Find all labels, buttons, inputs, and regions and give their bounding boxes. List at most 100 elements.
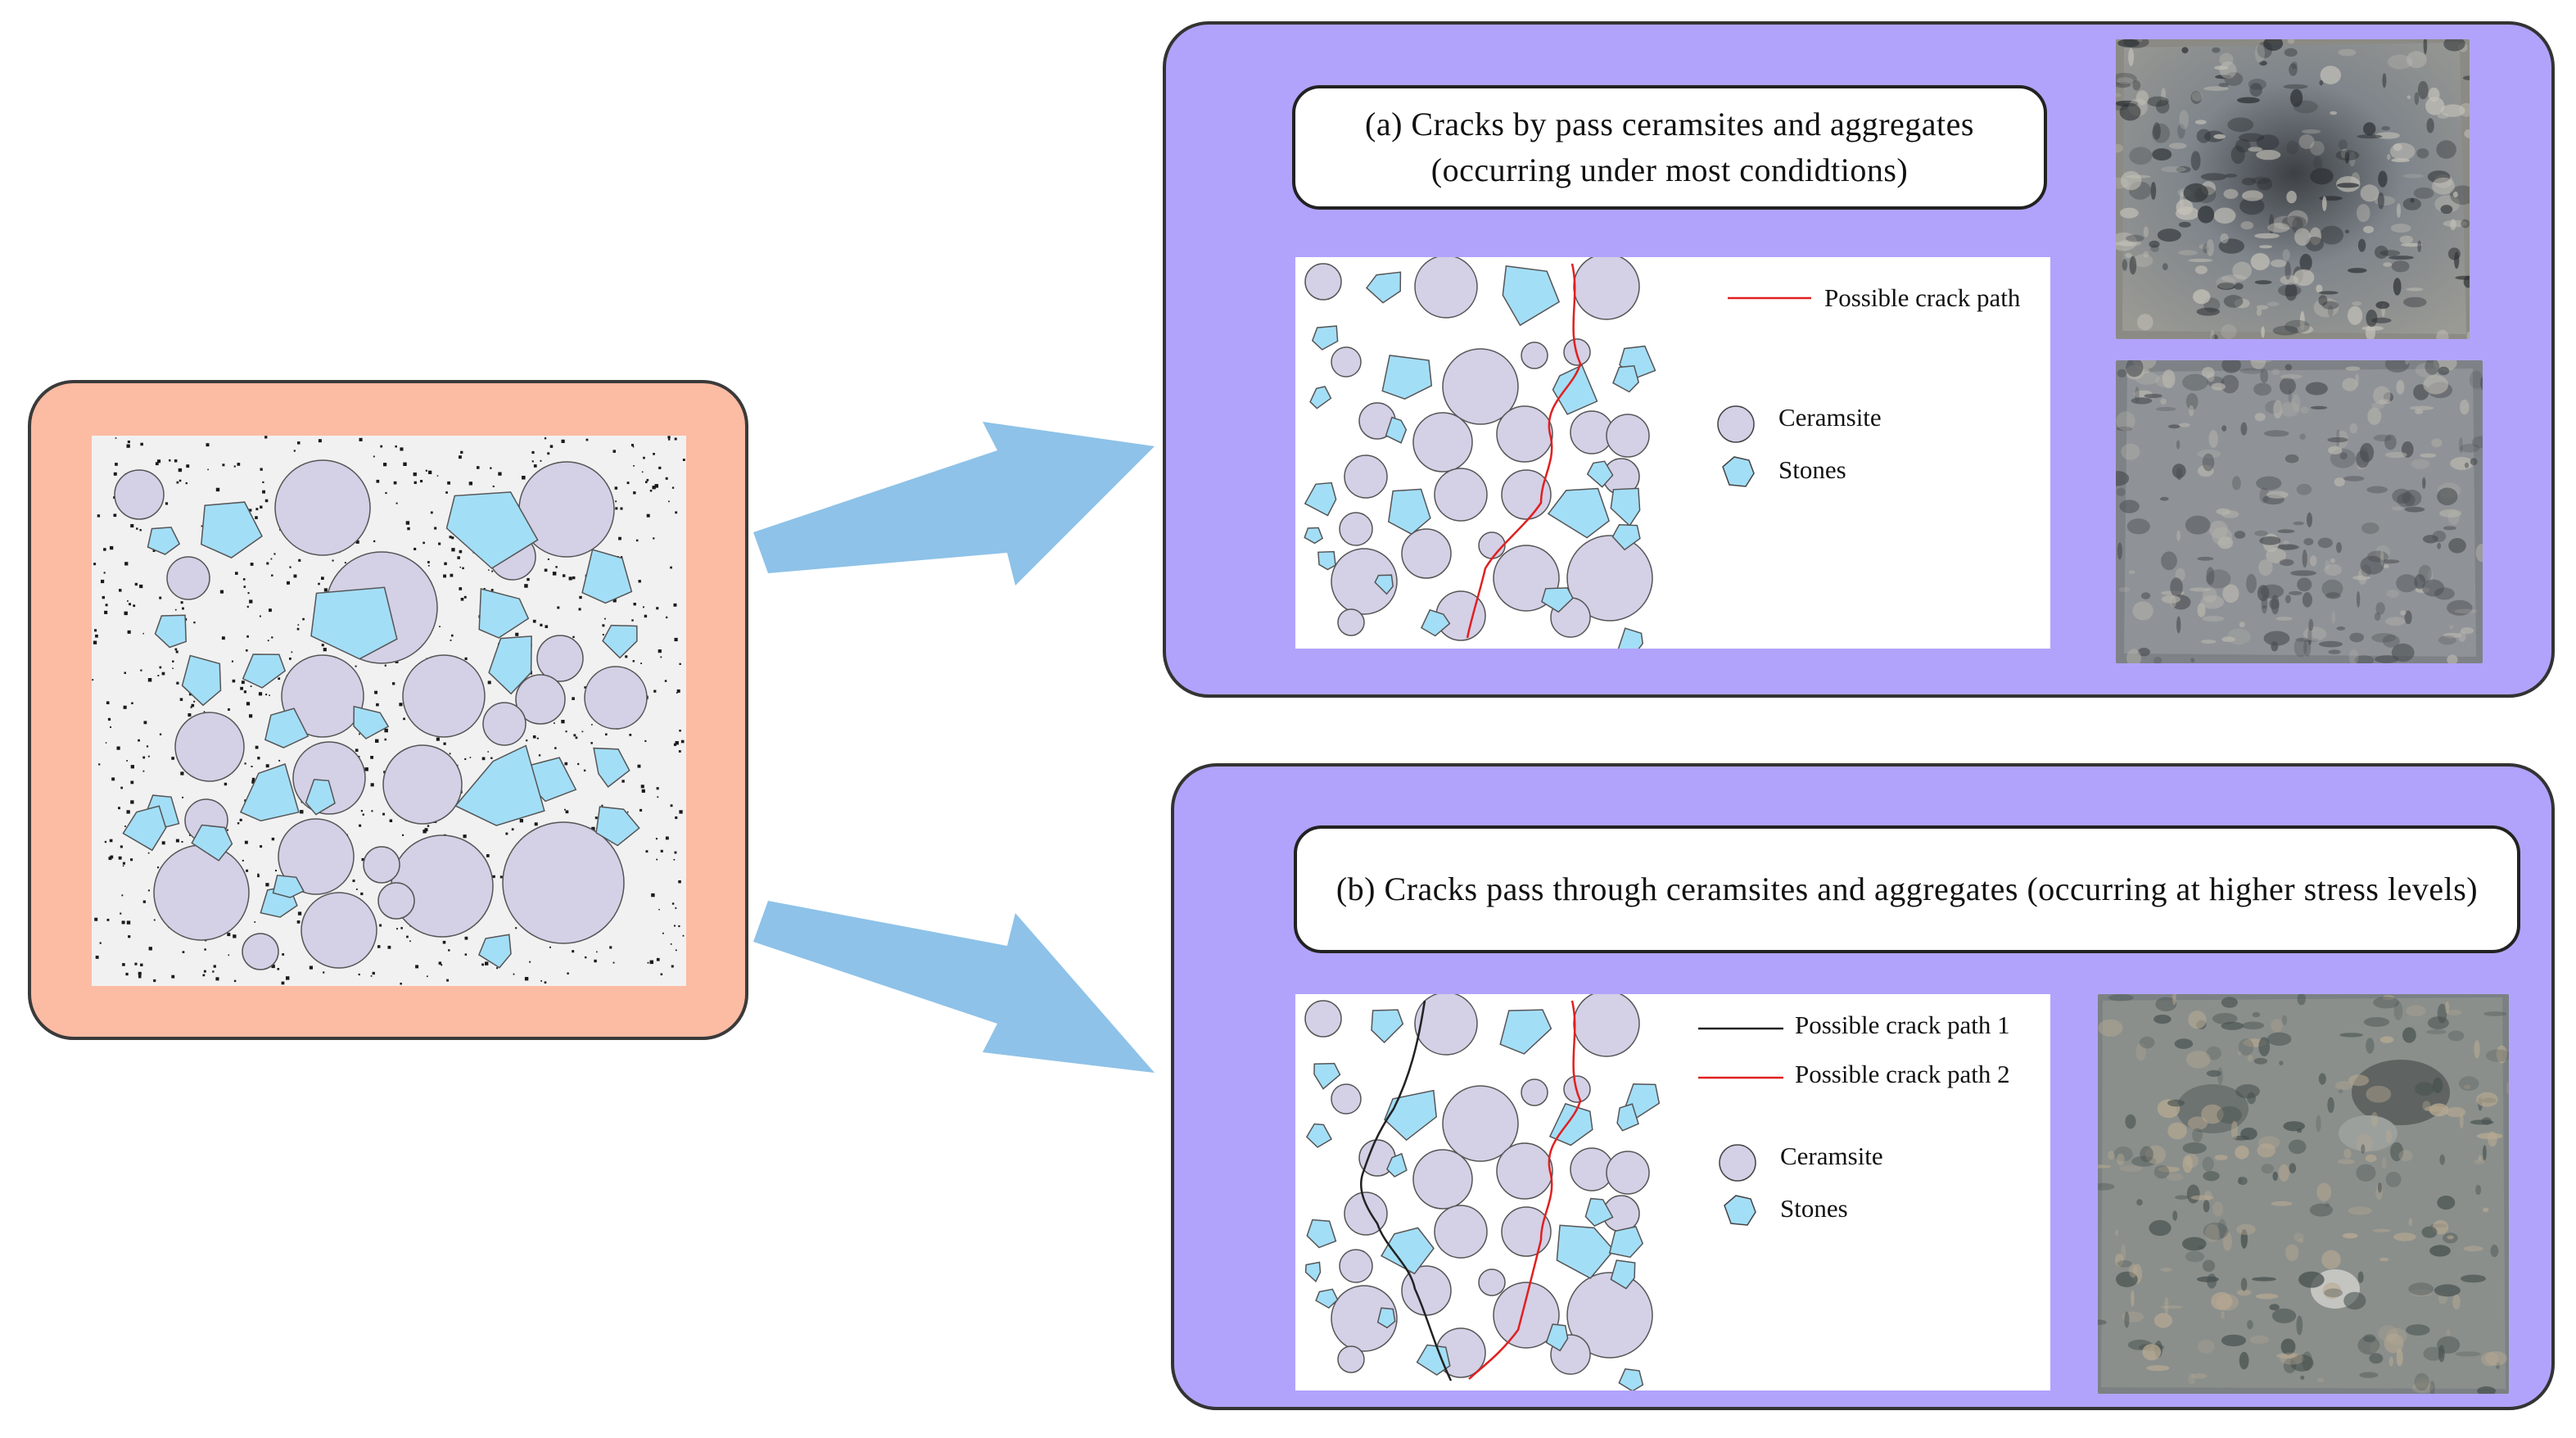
stone-particle	[1311, 325, 1339, 350]
ceramsite-particle	[1521, 1078, 1548, 1106]
mortar-particle	[536, 737, 539, 739]
mortar-particle	[534, 822, 538, 826]
texture-spot	[2360, 184, 2379, 202]
texture-spot	[2258, 245, 2273, 249]
texture-spot	[2303, 626, 2327, 641]
mortar-particle	[649, 960, 653, 965]
mortar-particle	[260, 845, 263, 848]
mortar-particle	[287, 581, 290, 585]
texture-spot	[2300, 406, 2309, 414]
texture-spot	[2116, 82, 2131, 88]
stone-particle	[1502, 265, 1561, 327]
crack-path-red	[1468, 1000, 1582, 1380]
mortar-particle	[652, 486, 656, 490]
texture-spot	[2218, 83, 2229, 88]
texture-spot	[2308, 618, 2314, 631]
stone-particle	[1618, 1368, 1644, 1391]
texture-spot	[2180, 190, 2184, 210]
texture-spot	[2122, 259, 2128, 271]
texture-spot	[2117, 542, 2122, 560]
texture-spot	[2268, 214, 2275, 234]
mortar-particle	[127, 630, 131, 634]
mortar-particle	[260, 505, 263, 509]
legend-b-stones-label: Stones	[1780, 1194, 1848, 1223]
texture-spot	[2324, 1288, 2343, 1298]
mortar-particle	[370, 756, 373, 759]
mortar-particle	[626, 482, 630, 485]
texture-spot	[2246, 573, 2257, 594]
mortar-particle	[625, 655, 628, 658]
texture-spot	[2377, 192, 2384, 210]
texture-spot	[2177, 124, 2185, 139]
mortar-particle	[609, 946, 612, 949]
mortar-particle	[459, 566, 461, 568]
texture-spot	[2261, 1164, 2274, 1174]
texture-spot	[2366, 486, 2388, 494]
mortar-particle	[615, 507, 618, 510]
texture-spot	[2452, 191, 2458, 198]
diagram-a	[1304, 257, 1811, 649]
texture-spot	[2116, 177, 2129, 189]
mortar-particle	[293, 450, 296, 452]
texture-spot	[2422, 579, 2445, 597]
texture-spot	[2206, 1069, 2221, 1077]
mortar-particle	[255, 745, 259, 749]
mortar-particle	[675, 949, 677, 952]
texture-spot	[2176, 468, 2183, 481]
mortar-particle	[490, 589, 494, 591]
texture-spot	[2117, 39, 2140, 47]
mortar-particle	[554, 722, 555, 724]
texture-spot	[2388, 1356, 2393, 1367]
texture-spot	[2238, 1038, 2254, 1056]
mortar-particle	[660, 656, 662, 658]
ceramsite-particle	[174, 712, 245, 782]
ceramsite-particle	[1344, 454, 1388, 499]
mortar-particle	[522, 476, 526, 480]
texture-spot	[2382, 995, 2394, 1001]
mortar-particle	[237, 822, 240, 825]
texture-spot	[2294, 1232, 2304, 1242]
diagram-b-box	[1295, 994, 2050, 1391]
ceramsite-particle	[1566, 1272, 1653, 1359]
texture-spot	[2190, 658, 2195, 662]
stone-particle	[1386, 1152, 1408, 1178]
texture-spot	[2371, 633, 2397, 643]
mortar-particle	[161, 672, 165, 676]
mortar-particle	[246, 649, 248, 652]
texture-spot	[2116, 143, 2124, 153]
texture-spot	[2129, 1264, 2137, 1278]
texture-spot	[2426, 118, 2434, 133]
stone-particle	[1610, 1259, 1636, 1290]
mortar-particle	[240, 686, 243, 690]
mortar-particle	[289, 566, 291, 568]
texture-spot	[2256, 134, 2280, 151]
mortar-particle	[297, 624, 300, 626]
texture-spot	[2352, 575, 2371, 581]
texture-spot	[2448, 538, 2466, 554]
texture-spot	[2182, 1142, 2207, 1155]
mortar-particle	[637, 764, 641, 768]
texture-spot	[2278, 1164, 2289, 1182]
texture-spot	[2176, 530, 2181, 541]
texture-spot	[2360, 555, 2384, 575]
texture-spot	[2393, 1232, 2416, 1241]
texture-spot	[2157, 228, 2181, 242]
texture-spot	[2182, 1155, 2193, 1173]
texture-spot	[2409, 405, 2434, 410]
ceramsite-particle	[1344, 1192, 1388, 1236]
texture-spot	[2254, 413, 2266, 422]
texture-spot	[2259, 487, 2270, 504]
texture-spot	[2375, 602, 2385, 615]
mortar-particle	[94, 917, 98, 921]
texture-spot	[2128, 570, 2135, 574]
mortar-particle	[207, 468, 209, 471]
mortar-particle	[400, 983, 402, 985]
mortar-particle	[621, 556, 623, 558]
mortar-particle	[373, 540, 376, 543]
texture-spot	[2116, 1153, 2125, 1166]
mortar-particle	[115, 463, 118, 466]
texture-spot	[2285, 261, 2291, 280]
mortar-particle	[389, 819, 393, 822]
texture-spot	[2200, 173, 2227, 181]
mortar-particle	[271, 636, 273, 639]
